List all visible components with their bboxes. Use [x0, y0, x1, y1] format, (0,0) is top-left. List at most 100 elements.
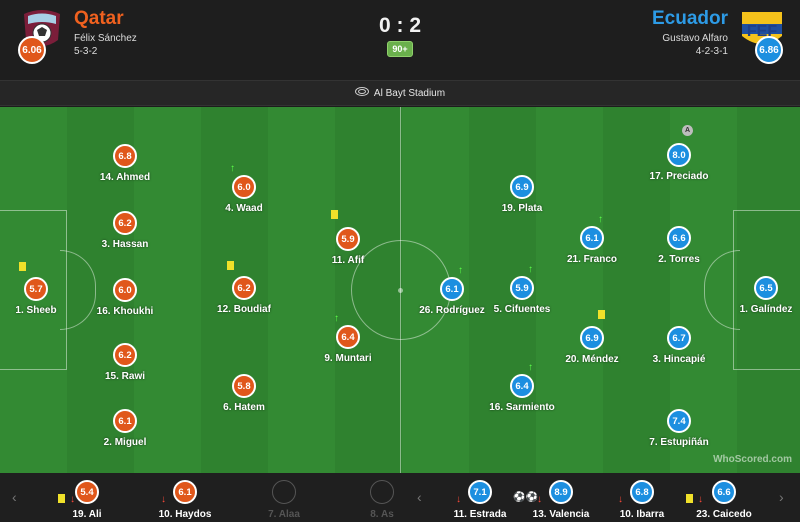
svg-text:FEF: FEF — [747, 23, 777, 40]
sub-name: 8. As — [370, 509, 394, 520]
sub-name: 7. Alaa — [268, 509, 300, 520]
sub-name: 13. Valencia — [532, 509, 590, 520]
player-rating: 6.8 — [113, 144, 137, 168]
sub-rating: 7.1 — [468, 480, 492, 504]
player-rating: 6.1 — [440, 277, 464, 301]
player-rating: 6.2 — [113, 211, 137, 235]
chevron-right-icon[interactable]: › — [779, 489, 784, 505]
home-team-name[interactable]: Qatar — [74, 8, 124, 29]
player-rating: 6.7 — [667, 326, 691, 350]
player-name: 26. Rodríguez — [419, 305, 485, 316]
arrow-up-icon: ↑ — [458, 265, 463, 276]
player-rating: 6.1 — [580, 226, 604, 250]
arrow-down-icon: ↓ — [456, 494, 461, 505]
player-rating: 6.0 — [113, 278, 137, 302]
sub-name: 11. Estrada — [453, 509, 507, 520]
player-rating: 6.4 — [510, 374, 534, 398]
match-header: 6.06 Qatar Félix Sánchez 5-3-2 0 : 2 90+… — [0, 0, 800, 80]
stadium-icon — [354, 87, 369, 99]
player-rating: 6.2 — [232, 276, 256, 300]
watermark-text: WhoScored.com — [713, 454, 792, 465]
player-name: 1. Sheeb — [15, 305, 57, 316]
player-name: 11. Afif — [331, 255, 365, 266]
away-team-rating: 6.86 — [755, 36, 783, 64]
sub-rating: 6.6 — [712, 480, 736, 504]
arrow-up-icon: ↑ — [528, 362, 533, 373]
player-name: 20. Méndez — [565, 354, 619, 365]
player-name: 3. Hincapié — [652, 354, 706, 365]
player-rating: 5.9 — [336, 227, 360, 251]
chevron-left-icon[interactable]: ‹ — [417, 489, 422, 505]
player-rating: 6.5 — [754, 276, 778, 300]
football-icon: ⚽⚽ — [513, 492, 538, 503]
player-name: 12. Boudiaf — [217, 304, 271, 315]
sub-name: 10. Haydos — [158, 509, 212, 520]
match-time-badge: 90+ — [387, 41, 413, 57]
yellow-card-icon — [19, 262, 26, 271]
arrow-down-icon: ↓ — [161, 494, 166, 505]
sub-rating — [272, 480, 296, 504]
center-spot — [398, 288, 403, 293]
pitch: 6.8 14. Ahmed 6.2 3. Hassan 6.0 16. Khou… — [0, 107, 800, 473]
yellow-card-icon — [331, 210, 338, 219]
arrow-down-icon: ↓ — [537, 494, 542, 505]
sub-rating: 5.4 — [75, 480, 99, 504]
arrow-down-icon: ↓ — [698, 494, 703, 505]
player-name: 6. Hatem — [223, 402, 265, 413]
player-name: 5. Cifuentes — [493, 304, 551, 315]
home-team-rating: 6.06 — [18, 36, 46, 64]
player-rating: 6.2 — [113, 343, 137, 367]
player-rating: 5.7 — [24, 277, 48, 301]
sub-name: 23. Caicedo — [696, 509, 752, 520]
sub-rating: 6.1 — [173, 480, 197, 504]
arrow-up-icon: ↑ — [528, 264, 533, 275]
player-name: 15. Rawi — [104, 371, 146, 382]
player-name: 9. Muntari — [324, 353, 372, 364]
player-rating: 5.9 — [510, 276, 534, 300]
whoscored-watermark: WhoScored.com — [713, 454, 792, 465]
player-name: 2. Miguel — [103, 437, 147, 448]
player-rating: 6.4 — [336, 325, 360, 349]
sub-rating: 6.8 — [630, 480, 654, 504]
arrow-up-icon: ↑ — [334, 313, 339, 324]
venue-bar: Al Bayt Stadium — [0, 80, 800, 106]
away-formation: 4-2-3-1 — [695, 46, 728, 57]
substitutes-bar: ‹ ↓ 5.4 19. Ali ↓ 6.1 10. Haydos 7. Alaa… — [0, 473, 800, 522]
away-manager: Gustavo Alfaro — [662, 33, 728, 44]
player-rating: 6.9 — [580, 326, 604, 350]
player-name: 16. Sarmiento — [489, 402, 555, 413]
player-name: 19. Plata — [501, 203, 543, 214]
player-rating: 8.0 — [667, 143, 691, 167]
home-manager: Félix Sánchez — [74, 33, 137, 44]
chevron-left-icon[interactable]: ‹ — [12, 489, 17, 505]
player-rating: 6.1 — [113, 409, 137, 433]
player-rating: 6.9 — [510, 175, 534, 199]
arrow-down-icon: ↓ — [618, 494, 623, 505]
arrow-up-icon: ↑ — [230, 163, 235, 174]
player-name: 21. Franco — [566, 254, 618, 265]
captain-badge: A — [682, 125, 693, 136]
arrow-down-icon: ↓ — [70, 494, 75, 505]
sub-name: 10. Ibarra — [619, 509, 665, 520]
player-rating: 6.6 — [667, 226, 691, 250]
sub-rating — [370, 480, 394, 504]
yellow-card-icon — [58, 494, 65, 503]
match-score: 0 : 2 — [378, 14, 422, 37]
player-name: 2. Torres — [658, 254, 700, 265]
player-name: 17. Preciado — [649, 171, 709, 182]
player-name: 16. Khoukhi — [96, 306, 154, 317]
player-name: 1. Galíndez — [739, 304, 793, 315]
sub-rating: 8.9 — [549, 480, 573, 504]
sub-name: 19. Ali — [72, 509, 102, 520]
player-name: 4. Waad — [225, 203, 263, 214]
yellow-card-icon — [227, 261, 234, 270]
player-rating: 6.0 — [232, 175, 256, 199]
away-team-name[interactable]: Ecuador — [651, 8, 728, 29]
home-formation: 5-3-2 — [74, 46, 98, 57]
player-name: 3. Hassan — [101, 239, 149, 250]
player-rating: 7.4 — [667, 409, 691, 433]
player-name: 7. Estupiñán — [649, 437, 709, 448]
yellow-card-icon — [598, 310, 605, 319]
arrow-up-icon: ↑ — [598, 214, 603, 225]
player-rating: 5.8 — [232, 374, 256, 398]
